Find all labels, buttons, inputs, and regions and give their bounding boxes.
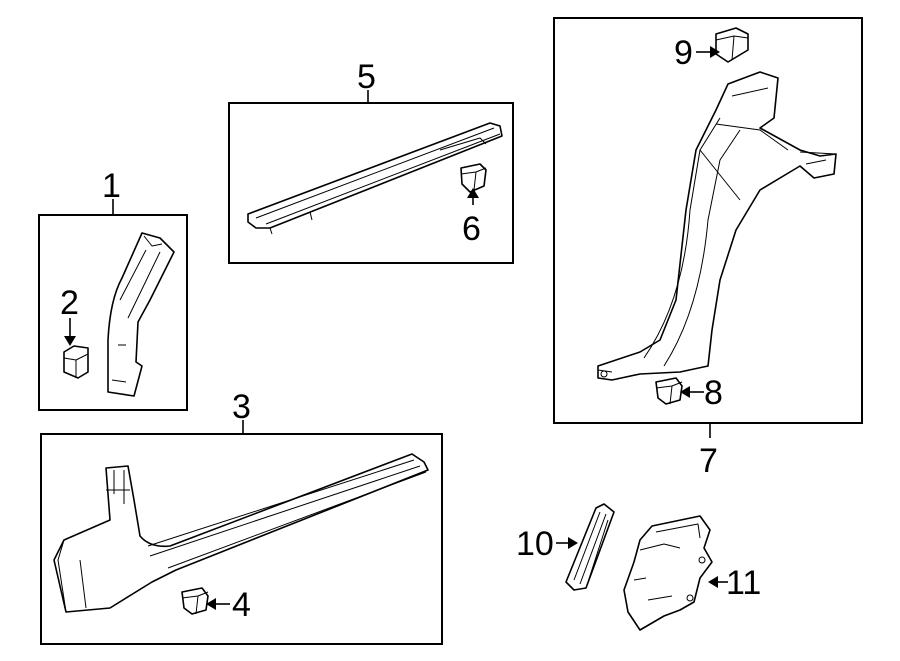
callout-7[interactable]: 7 <box>699 442 718 480</box>
callout-8[interactable]: 8 <box>704 374 723 412</box>
part-8-clip[interactable] <box>655 377 683 405</box>
callout-6[interactable]: 6 <box>462 210 481 248</box>
callout-5[interactable]: 5 <box>357 58 376 96</box>
group-7-frame <box>553 17 863 424</box>
callout-10[interactable]: 10 <box>516 525 554 563</box>
group-7: 7 8 9 <box>553 17 863 480</box>
part-1-pillar-trim[interactable] <box>107 232 175 397</box>
callout-4[interactable]: 4 <box>232 586 251 624</box>
callout-3[interactable]: 3 <box>232 388 251 426</box>
group-11: 11 <box>623 515 761 631</box>
group-3-frame <box>40 433 443 645</box>
part-6-clip[interactable] <box>460 163 487 193</box>
callout-9[interactable]: 9 <box>674 34 693 72</box>
group-3: 3 4 <box>40 388 443 645</box>
part-4-clip[interactable] <box>181 587 209 615</box>
callout-1[interactable]: 1 <box>102 167 121 205</box>
group-1: 1 2 <box>38 167 188 411</box>
callout-2[interactable]: 2 <box>60 284 79 322</box>
part-7-pillar-trim[interactable] <box>597 71 837 381</box>
group-5: 5 6 <box>228 58 514 264</box>
group-10: 10 <box>516 503 615 591</box>
callout-11[interactable]: 11 <box>726 564 761 602</box>
group-5-frame <box>228 102 514 264</box>
part-3-rocker-trim[interactable] <box>53 453 429 613</box>
